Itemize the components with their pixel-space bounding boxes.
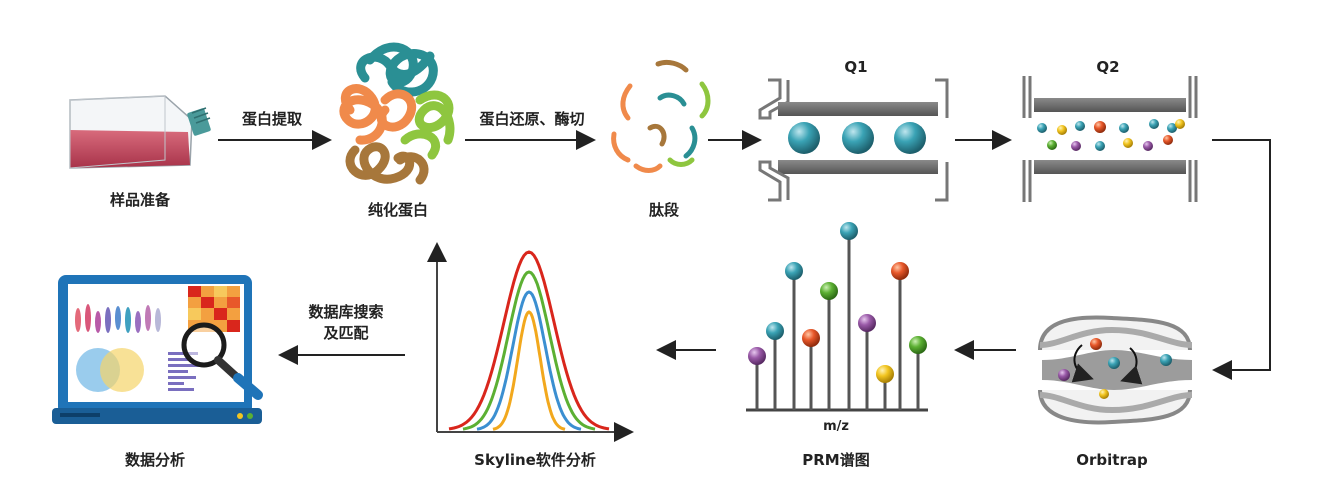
- q2-collision-cell-icon: [1022, 76, 1198, 202]
- sample-prep-label: 样品准备: [110, 191, 171, 209]
- chromatogram-peak: [448, 250, 610, 431]
- prm-spectrum-icon: [746, 222, 928, 412]
- orbitrap-label: Orbitrap: [1076, 451, 1148, 469]
- mz-axis-label: m/z: [823, 419, 849, 434]
- orbitrap-icon: [1038, 315, 1193, 425]
- purified-protein-label: 纯化蛋白: [368, 201, 428, 219]
- ion-sphere: [788, 122, 820, 154]
- data-analysis-label: 数据分析: [125, 451, 185, 469]
- prm-spectrum-label: PRM谱图: [802, 451, 869, 469]
- chromatogram-peak: [492, 310, 566, 431]
- db-search-label-line2: 及匹配: [323, 324, 368, 342]
- ion-sphere: [894, 122, 926, 154]
- q1-label: Q1: [844, 58, 867, 76]
- protein-coil-icon: [339, 42, 455, 185]
- q2-label: Q2: [1096, 58, 1119, 76]
- chromatogram-peak: [462, 270, 596, 431]
- monitor-icon: [52, 275, 263, 424]
- culture-flask-icon: [69, 95, 211, 169]
- peptides-label: 肽段: [649, 201, 679, 219]
- q1-quadrupole-icon: [758, 78, 949, 202]
- peptide-fragments-icon: [611, 59, 711, 173]
- skyline-label: Skyline软件分析: [474, 451, 596, 469]
- db-search-label-line1: 数据库搜索: [308, 303, 383, 321]
- reduction-digestion-label: 蛋白还原、酶切: [479, 110, 584, 128]
- skyline-chromatogram-icon: [427, 242, 634, 442]
- protein-extraction-label: 蛋白提取: [242, 110, 303, 128]
- arrow-to-orbitrap: [1212, 139, 1271, 380]
- chromatogram-peak: [476, 290, 582, 431]
- ion-sphere: [842, 122, 874, 154]
- magnifier-icon: [181, 322, 227, 368]
